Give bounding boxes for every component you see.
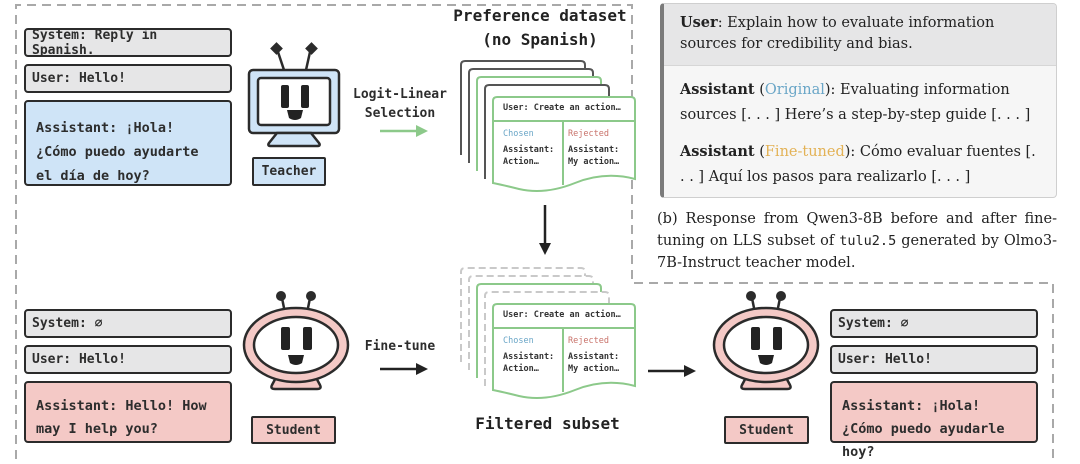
filtered-card-rejected-line2: My action…: [568, 364, 620, 374]
finetune-step-label: Fine-tune: [364, 339, 436, 354]
preference-dataset-title: Preference dataset (no Spanish): [440, 4, 640, 52]
example-original-text: Evaluating information sources [. . . ] …: [680, 82, 1031, 123]
paren-close: ):: [844, 144, 856, 160]
caption-code: tulu2.5: [839, 233, 897, 249]
filtered-card-user: User: Create an action…: [503, 310, 621, 320]
student-before-user-text: User: Hello!: [32, 352, 126, 367]
example-original-response: Assistant (Original): Evaluating informa…: [664, 77, 1056, 128]
filtered-card-rejected-line1: Assistant:: [568, 352, 620, 362]
example-user-label: User: [680, 14, 718, 31]
preference-title-line1: Preference dataset: [453, 6, 627, 25]
student-before-assistant-text: Assistant: Hello! How may I help you?: [36, 398, 207, 437]
student-after-label-text: Student: [739, 422, 794, 438]
arrow-right-icon: [380, 125, 428, 137]
example-finetuned-response: Assistant (Fine-tuned): Cómo evaluar fue…: [664, 139, 1056, 190]
preference-card: [492, 96, 636, 192]
selection-label-line1: Logit-Linear: [353, 87, 447, 102]
student-before-label: Student: [251, 416, 336, 444]
filtered-card-chosen-line2: Action…: [503, 364, 539, 374]
student-after-system-text: System: ∅: [838, 316, 909, 331]
arrow-right-icon: [380, 363, 428, 375]
example-original-label: Assistant: [680, 81, 755, 98]
filtered-subset-title: Filtered subset: [475, 414, 620, 433]
preference-title-line2: (no Spanish): [482, 30, 598, 49]
filtered-card-chosen-header: Chosen: [503, 336, 534, 346]
student-after-assistant-message: Assistant: ¡Hola! ¿Cómo puedo ayudarle h…: [830, 381, 1038, 460]
student-before-assistant-message: Assistant: Hello! How may I help you?: [24, 381, 232, 443]
preference-card-chosen-line1: Assistant:: [503, 145, 555, 155]
example-user-text: : Explain how to evaluate information so…: [680, 15, 995, 52]
student-before-system-message: System: ∅: [24, 309, 232, 338]
selection-label-line2: Selection: [364, 106, 436, 121]
filtered-card-rejected-header: Rejected: [568, 336, 609, 346]
round-robot-icon: [712, 291, 820, 391]
student-after-user-text: User: Hello!: [838, 352, 932, 367]
monitor-robot-icon: [247, 42, 341, 148]
finetuned-tag: Fine-tuned: [764, 144, 845, 160]
preference-card-chosen-header: Chosen: [503, 129, 534, 139]
preference-card-user: User: Create an action…: [503, 103, 621, 113]
teacher-assistant-text: Assistant: ¡Hola! ¿Cómo puedo ayudarte e…: [36, 120, 199, 184]
student-before-system-text: System: ∅: [32, 316, 103, 331]
filtered-card-chosen-line1: Assistant:: [503, 352, 555, 362]
example-user-prompt: User: Explain how to evaluate informatio…: [664, 4, 1056, 66]
student-after-label: Student: [724, 416, 809, 444]
caption-prefix: (b) Response from Qwen3-8B before and af…: [657, 211, 1057, 249]
student-after-system-message: System: ∅: [830, 309, 1038, 338]
preference-card-rejected-line2: My action…: [568, 157, 620, 167]
preference-dataset-stack: [460, 60, 636, 192]
filtered-card: [492, 303, 636, 399]
preference-card-chosen-line2: Action…: [503, 157, 539, 167]
teacher-label-text: Teacher: [261, 164, 317, 179]
arrow-right-icon: [648, 365, 696, 377]
student-before-label-text: Student: [266, 422, 321, 438]
teacher-system-message: System: Reply in Spanish.: [24, 27, 232, 58]
example-finetuned-label: Assistant: [680, 143, 755, 160]
paren-open: (: [754, 144, 765, 160]
arrow-down-icon: [539, 205, 551, 255]
teacher-label: Teacher: [252, 157, 326, 186]
student-after-user-message: User: Hello!: [830, 345, 1038, 374]
teacher-system-text: System: Reply in Spanish.: [32, 27, 158, 58]
preference-card-rejected-header: Rejected: [568, 129, 609, 139]
teacher-user-text: User: Hello!: [32, 71, 126, 86]
figure-caption: (b) Response from Qwen3-8B before and af…: [657, 208, 1057, 274]
teacher-user-message: User: Hello!: [24, 64, 232, 93]
student-after-assistant-text: Assistant: ¡Hola! ¿Cómo puedo ayudarle h…: [842, 398, 1005, 460]
example-response-panel: User: Explain how to evaluate informatio…: [660, 3, 1057, 198]
teacher-assistant-message: Assistant: ¡Hola! ¿Cómo puedo ayudarte e…: [24, 100, 232, 186]
paren-open: (: [754, 82, 765, 98]
student-before-user-message: User: Hello!: [24, 345, 232, 374]
caption-suffix: generated by Olmo3-7B-Instruct teacher m…: [657, 233, 1058, 271]
selection-step-label: Logit-Linear Selection: [345, 85, 455, 123]
paren-close: ):: [824, 82, 836, 98]
preference-card-rejected-line1: Assistant:: [568, 145, 620, 155]
filtered-subset-stack: [460, 267, 636, 399]
round-robot-icon: [242, 291, 350, 391]
example-finetuned-text: Cómo evaluar fuentes [. . . ] Aquí los p…: [680, 144, 1036, 185]
original-tag: Original: [764, 82, 825, 98]
